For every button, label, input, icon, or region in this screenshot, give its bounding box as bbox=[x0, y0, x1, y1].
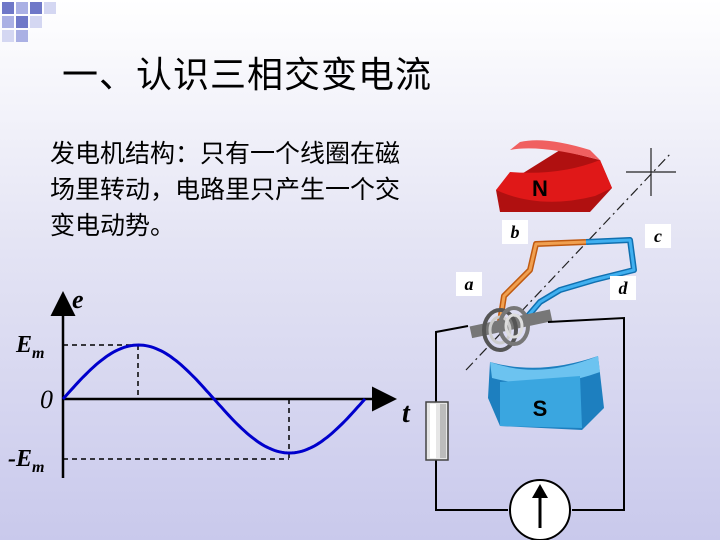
coil-label-a: a bbox=[456, 272, 482, 296]
coil-label-d: d bbox=[610, 276, 636, 300]
neg-em-label: -Em bbox=[8, 446, 44, 476]
galvanometer bbox=[509, 479, 571, 540]
em-label: Em bbox=[15, 332, 44, 362]
svg-text:d: d bbox=[619, 278, 629, 298]
x-axis-label: t bbox=[402, 398, 411, 429]
svg-text:b: b bbox=[511, 222, 520, 242]
south-pole-label: S bbox=[533, 396, 548, 421]
slide-body-text: 发电机结构：只有一个线圈在磁场里转动，电路里只产生一个交变电动势。 bbox=[50, 139, 401, 240]
svg-text:c: c bbox=[654, 226, 662, 246]
y-axis-label: e bbox=[72, 285, 84, 314]
south-pole-magnet: S bbox=[488, 356, 604, 430]
svg-text:a: a bbox=[465, 274, 474, 294]
north-pole-label: N bbox=[532, 176, 548, 201]
coil-label-c: c bbox=[645, 224, 671, 248]
sine-curve bbox=[61, 343, 367, 455]
slip-rings bbox=[469, 306, 553, 352]
north-pole-magnet: N bbox=[496, 140, 612, 212]
resistor bbox=[425, 401, 449, 461]
slide-title: 一、认识三相交变电流 bbox=[62, 55, 433, 96]
coil-label-b: b bbox=[502, 220, 528, 244]
zero-label: 0 bbox=[40, 385, 53, 414]
corner-decoration bbox=[2, 2, 56, 42]
